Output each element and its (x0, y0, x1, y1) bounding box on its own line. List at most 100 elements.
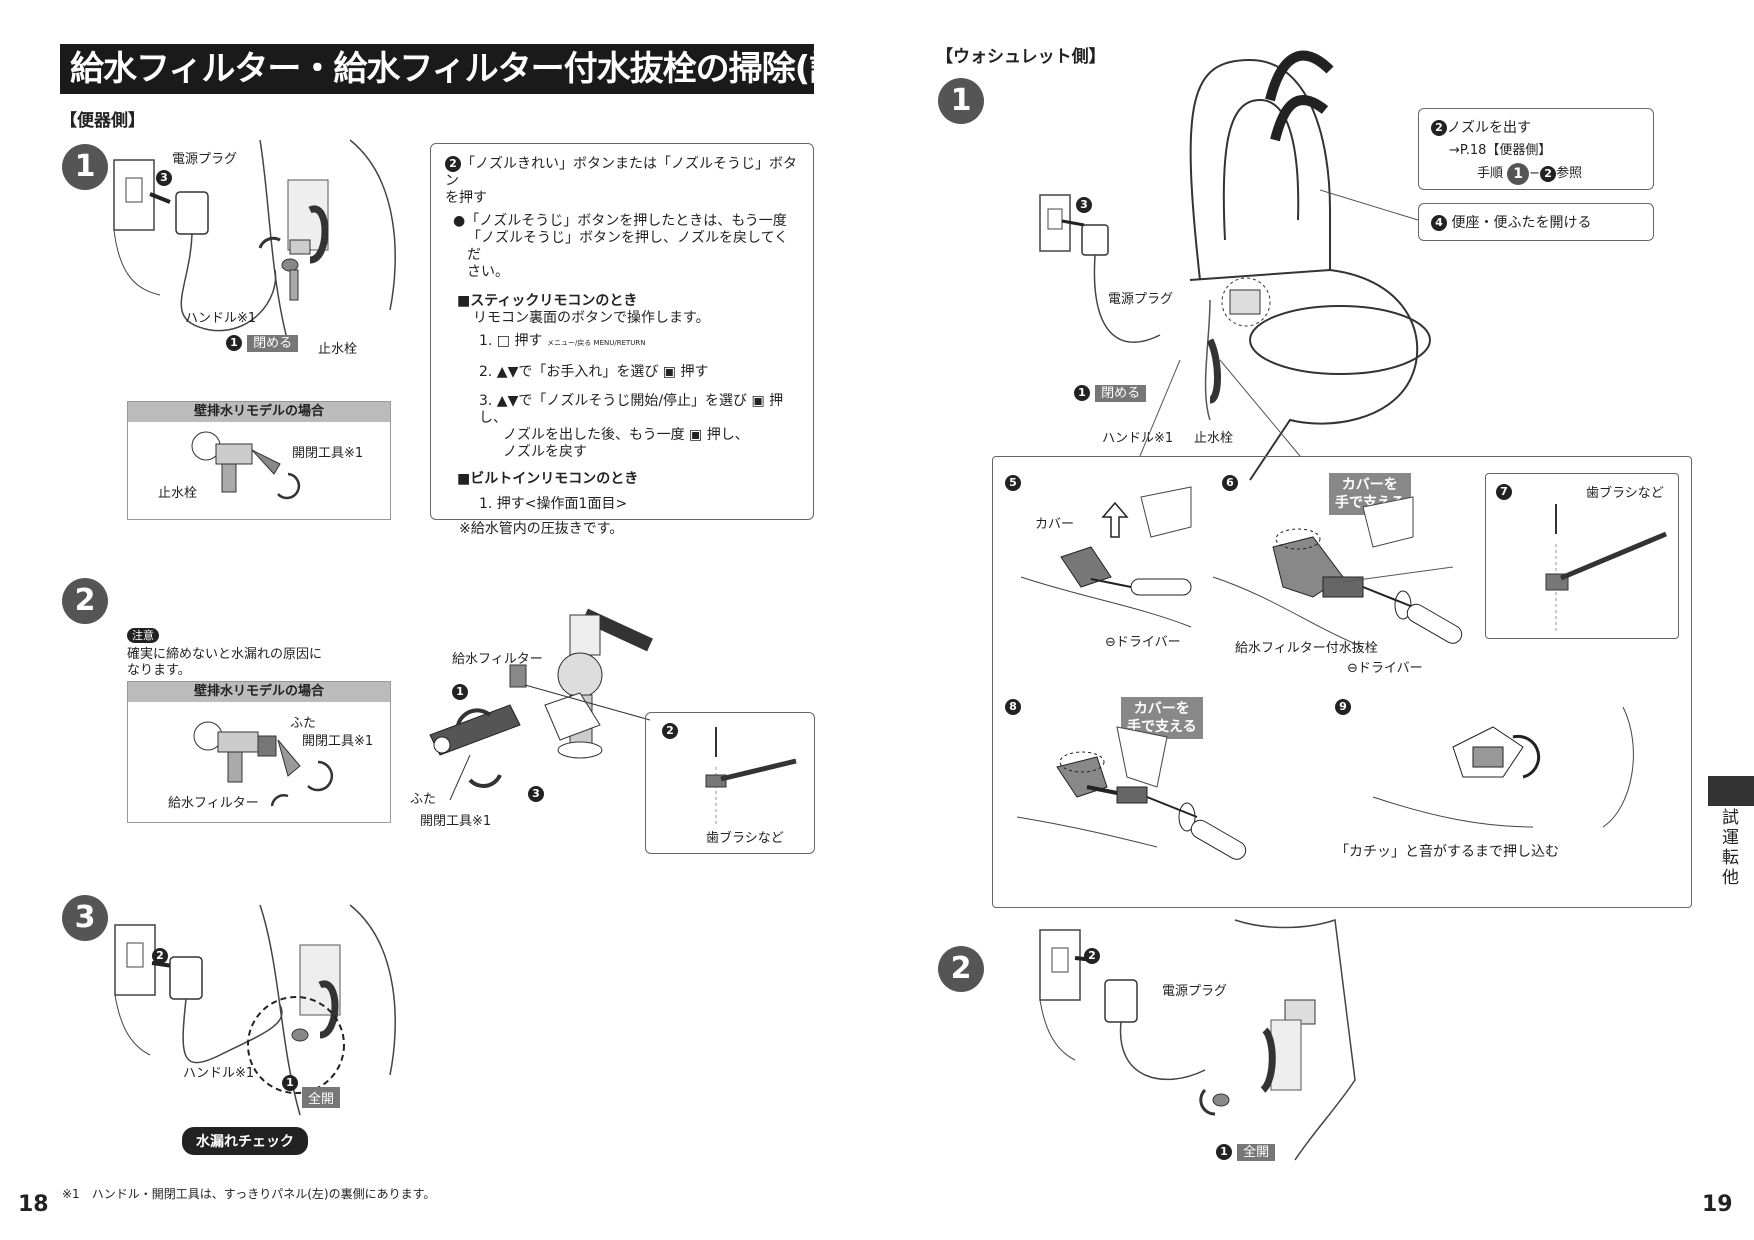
toothbrush-box: 2 歯ブラシなど (645, 712, 815, 854)
handle-label: ハンドル※1 (185, 311, 257, 326)
stick-step3c: ノズルを戻す (503, 444, 587, 460)
panel-connector (1139, 359, 1301, 457)
instr-bullet2: 「ノズルそうじ」ボタンを押し、ノズルを戻してくだ (467, 230, 789, 263)
step8-illustration (1016, 726, 1247, 860)
washlet-close-badge: 閉める (1095, 385, 1147, 402)
stick-step3a: 3. ▲▼で「ノズルそうじ開始/停止」を選び ▣ 押し、 (479, 393, 784, 426)
washlet-toilet-illustration (1189, 50, 1431, 481)
stick-remote-sub: リモコン裏面のボタンで操作します。 (473, 310, 710, 326)
cleaning-steps-panel: 5 カバー ⊖ドライバー 6 カバーを手で支える 給水フィルター付水抜栓 ⊖ドラ… (992, 456, 1692, 908)
wall-tool-label-2: 開閉工具※1 (302, 734, 374, 749)
step-number-1: 1 (62, 144, 108, 190)
open-seat-box: 4 便座・便ふたを開ける (1418, 203, 1654, 241)
click-instruction: 「カチッ」と音がするまで押し込む (1335, 844, 1559, 860)
instr-bullet3: さい。 (467, 264, 509, 280)
washlet-open-instruction: 1 全開 (1216, 1141, 1276, 1161)
cover-label: カバー (1035, 517, 1075, 532)
close-badge: 閉める (247, 335, 299, 352)
filter-removal-illustration (429, 608, 653, 801)
nozzle-line2: →P.18【便器側】 (1449, 143, 1552, 158)
step-number-2: 2 (62, 578, 108, 624)
wall-filter-label: 給水フィルター (168, 796, 259, 811)
step6-driver-label: ⊖ドライバー (1347, 661, 1423, 676)
instr-line2: を押す (445, 190, 487, 206)
washlet-plug-label: 電源プラグ (1108, 292, 1174, 307)
wall-filter-illustration (193, 721, 334, 807)
step9-illustration (1372, 706, 1634, 828)
wall-remodel-header-2: 壁排水リモデルの場合 (128, 682, 390, 702)
stick-step1: 1. □ 押す メニュー/戻る MENU/RETURN (479, 333, 646, 349)
step3-handle-label: ハンドル※1 (183, 1066, 255, 1081)
page-number-right: 19 (1702, 1192, 1733, 1217)
washlet-stopcock-label: 止水栓 (1194, 431, 1234, 446)
wall-stopcock-label: 止水栓 (158, 486, 198, 501)
washlet-open-badge: 全開 (1237, 1144, 1276, 1161)
step-number-3: 3 (62, 895, 108, 941)
leak-check-badge: 水漏れチェック (182, 1127, 308, 1155)
toothbrush-label: 歯ブラシなど (706, 831, 784, 846)
instr-line1: 2「ノズルきれい」ボタンまたは「ノズルそうじ」ボタン (445, 156, 797, 189)
wall-lid-label: ふた (290, 716, 317, 731)
washlet-plug-illustration (1039, 194, 1161, 343)
side-tab (1708, 776, 1754, 806)
step5-driver-label: ⊖ドライバー (1105, 635, 1181, 650)
step3-num-1: 1 (282, 1074, 298, 1091)
wall-tool-label: 開閉工具※1 (292, 446, 364, 461)
footnote: ※1 ハンドル・開閉工具は、すっきりパネル(左)の裏側にあります。 (62, 1187, 436, 1201)
step2-num-1: 1 (452, 684, 468, 700)
power-plug-label: 電源プラグ (172, 152, 238, 167)
step5-illustration (1020, 486, 1192, 628)
washlet-step2-num-2: 2 (1084, 948, 1100, 964)
section-label-washlet: 【ウォシュレット側】 (936, 47, 1106, 67)
drain-plug-label: 給水フィルター付水抜栓 (1235, 641, 1378, 656)
seat-num-4: 4 (1431, 215, 1447, 231)
caution-badge: 注意 (127, 628, 159, 643)
step3-illustration (114, 904, 396, 1116)
page-number-left: 18 (18, 1192, 49, 1217)
washlet-step2-num-1: 1 (1216, 1143, 1232, 1160)
step8-support-badge: カバーを手で支える (1121, 697, 1203, 739)
step7-box: 7 歯ブラシなど (1485, 473, 1679, 639)
panel-num-9: 9 (1335, 699, 1351, 715)
step7-brush-label: 歯ブラシなど (1586, 486, 1664, 501)
toothbrush-illustration (705, 727, 797, 827)
instruction-box: 2「ノズルきれい」ボタンまたは「ノズルそうじ」ボタン を押す ●「ノズルそうじ」… (430, 143, 814, 537)
side-tab-label: 試運転他 (1718, 808, 1738, 888)
stick-remote-heading: ■スティックリモコンのとき (457, 293, 638, 309)
step2-num-3: 3 (528, 786, 544, 802)
panel-num-5: 5 (1005, 475, 1021, 491)
washlet-handle-label: ハンドル※1 (1102, 431, 1174, 446)
panel-num-8: 8 (1005, 699, 1021, 715)
close-instruction: 1 閉める (226, 332, 299, 352)
instr-bullet1: ●「ノズルそうじ」ボタンを押したときは、もう一度 (453, 213, 787, 229)
callout-lines (1319, 189, 1419, 221)
caution-badge-wrap: 注意 (127, 624, 159, 643)
builtin-remote-heading: ■ビルトインリモコンのとき (457, 471, 639, 487)
wall-remodel-box-1: 壁排水リモデルの場合 開閉工具※1 止水栓 (127, 401, 391, 520)
panel-num-7: 7 (1496, 484, 1512, 500)
stick-step3b: ノズルを出した後、もう一度 ▣ 押し、 (503, 427, 749, 443)
step3-num-2: 2 (152, 948, 168, 964)
stopcock-label: 止水栓 (318, 342, 358, 357)
step6-illustration (1212, 496, 1463, 648)
wall-remodel-box-2: 壁排水リモデルの場合 ふた 開閉工具※1 給水フィルター (127, 681, 391, 823)
step7-illustration (1545, 504, 1667, 634)
washlet-num-1: 1 (1074, 384, 1090, 401)
caution-text-2: なります。 (127, 663, 191, 678)
washlet-step2-plug-label: 電源プラグ (1162, 984, 1228, 999)
toothbrush-num-2: 2 (662, 723, 678, 739)
filter-label: 給水フィルター (452, 652, 543, 667)
open-instruction: 1 (282, 1072, 298, 1091)
builtin-step1: 1. 押す<操作面1面目> (479, 496, 628, 512)
wall-stopcock-illustration (191, 431, 301, 500)
open-badge: 全開 (302, 1087, 341, 1108)
section-label-toilet: 【便器側】 (60, 111, 145, 131)
nozzle-num-2: 2 (1431, 120, 1447, 136)
tool-label: 開閉工具※1 (420, 814, 492, 829)
step1-illustration (113, 139, 396, 351)
step1-num-3: 3 (156, 170, 172, 186)
wall-remodel-header: 壁排水リモデルの場合 (128, 402, 390, 422)
